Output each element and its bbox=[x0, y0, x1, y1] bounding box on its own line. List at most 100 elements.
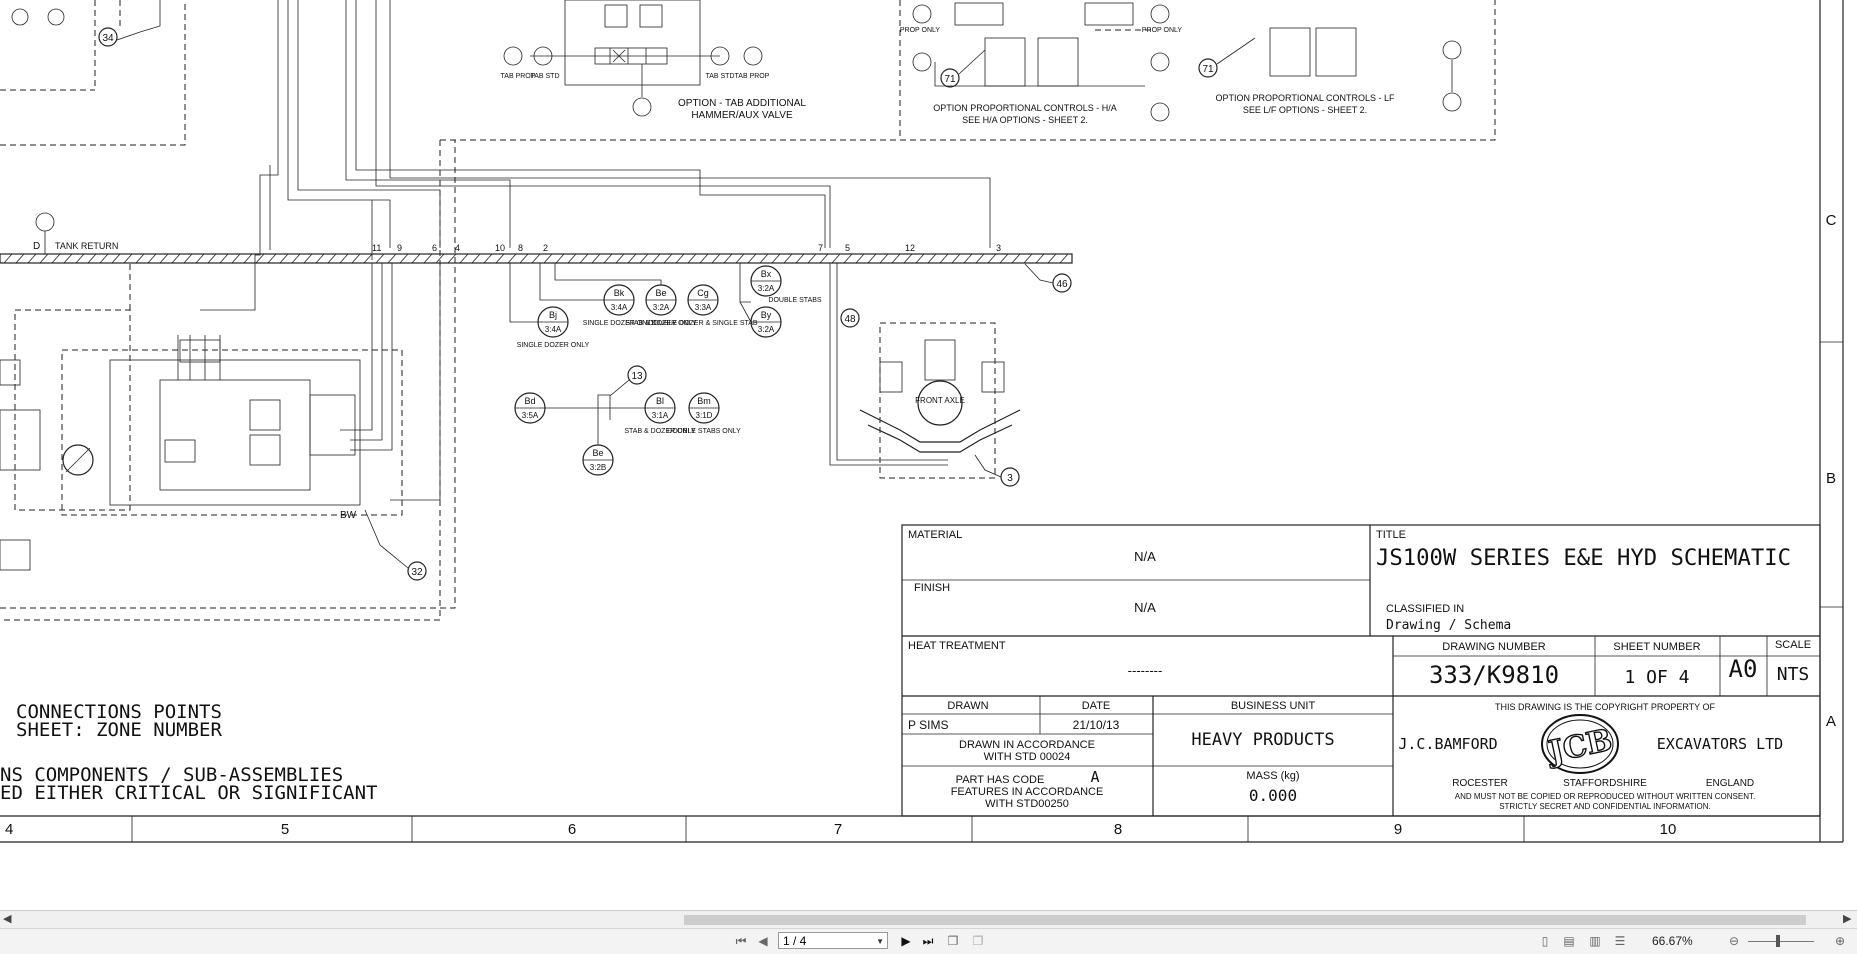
note-line-4: ED EITHER CRITICAL OR SIGNIFICANT bbox=[0, 782, 378, 804]
company-right: EXCAVATORS LTD bbox=[1657, 735, 1783, 753]
page-number-input[interactable]: 1 / 4 ▼ bbox=[778, 932, 888, 949]
zoom-out-icon[interactable]: ⊖ bbox=[1728, 934, 1740, 948]
zone-col-4: 4 bbox=[5, 821, 13, 838]
previous-page-icon[interactable]: ◀ bbox=[758, 934, 768, 948]
paste-page-icon[interactable]: ❐ bbox=[972, 934, 984, 948]
scrollbar-thumb[interactable] bbox=[684, 915, 1806, 925]
svg-text:3:1A: 3:1A bbox=[652, 411, 669, 420]
horizontal-scrollbar[interactable]: ◀ ▶ bbox=[0, 910, 1857, 929]
copy-page-icon[interactable]: ❐ bbox=[947, 934, 959, 948]
connector-bd: Bd 3:5A bbox=[514, 392, 546, 424]
title-block: MATERIAL N/A FINISH N/A HEAT TREATMENT -… bbox=[901, 524, 1821, 817]
front-axle-body bbox=[917, 380, 963, 426]
zone-col-5: 5 bbox=[281, 821, 289, 838]
svg-text:Cg: Cg bbox=[697, 288, 709, 298]
drawn-accordance-line1: DRAWN IN ACCORDANCE bbox=[959, 739, 1095, 751]
prop-only-label-1: PROP ONLY bbox=[900, 27, 941, 34]
finish-value: N/A bbox=[1134, 600, 1156, 615]
chevron-down-icon[interactable]: ▼ bbox=[876, 937, 884, 946]
part-code: A bbox=[1090, 768, 1099, 786]
svg-text:Bx: Bx bbox=[761, 269, 772, 279]
prop-only-label-2: PROP ONLY bbox=[1142, 27, 1183, 34]
opt-lf-line2: SEE L/F OPTIONS - SHEET 2. bbox=[1243, 105, 1367, 115]
tab-prop-label-1: TAB PROP bbox=[501, 73, 536, 80]
callout-34 bbox=[98, 27, 118, 47]
tank-return-manifold bbox=[0, 253, 1073, 264]
connector-bk: Bk 3:4A bbox=[603, 284, 635, 316]
option-tab-line1: OPTION - TAB ADDITIONAL bbox=[678, 98, 806, 109]
svg-text:Bk: Bk bbox=[614, 288, 625, 298]
classified-value: Drawing / Schema bbox=[1386, 618, 1511, 633]
last-page-icon[interactable]: ⏭ bbox=[922, 934, 934, 948]
zone-row-b: B bbox=[1826, 470, 1836, 487]
svg-text:Bl: Bl bbox=[656, 396, 664, 406]
svg-text:8: 8 bbox=[518, 243, 523, 253]
tab-std-label-2: TAB STD bbox=[705, 73, 734, 80]
business-unit-label: BUSINESS UNIT bbox=[1231, 700, 1316, 712]
svg-text:Bm: Bm bbox=[697, 396, 711, 406]
part-code-line1: PART HAS CODE bbox=[956, 774, 1045, 786]
location-3: ENGLAND bbox=[1706, 778, 1754, 789]
svg-text:3:4A: 3:4A bbox=[611, 303, 628, 312]
company-left: J.C.BAMFORD bbox=[1398, 735, 1497, 753]
disclaimer-1: AND MUST NOT BE COPIED OR REPRODUCED WIT… bbox=[1455, 792, 1755, 801]
svg-text:3:3A: 3:3A bbox=[695, 303, 712, 312]
next-page-icon[interactable]: ▶ bbox=[901, 934, 911, 948]
svg-text:71: 71 bbox=[1202, 64, 1214, 75]
connector-bl: Bl 3:1A bbox=[644, 392, 676, 424]
document-viewport[interactable]: C B A 4 5 6 7 8 9 10 34 TAB PROP TAB STD… bbox=[0, 0, 1857, 910]
continuous-view-icon[interactable]: ▤ bbox=[1563, 934, 1575, 948]
double-stabs-label: DOUBLE STABS bbox=[768, 297, 821, 304]
zoom-level[interactable]: 66.67% bbox=[1652, 934, 1693, 948]
drawn-accordance-line2: WITH STD 00024 bbox=[984, 751, 1071, 763]
svg-text:3:2A: 3:2A bbox=[758, 325, 775, 334]
connector-be: Be 3:2A bbox=[645, 284, 677, 316]
title-label: TITLE bbox=[1376, 529, 1406, 541]
svg-text:Bd: Bd bbox=[524, 396, 535, 406]
svg-text:13: 13 bbox=[631, 371, 643, 382]
svg-text:7: 7 bbox=[818, 243, 823, 253]
svg-text:4: 4 bbox=[455, 243, 460, 253]
opt-ha-line2: SEE H/A OPTIONS - SHEET 2. bbox=[962, 115, 1088, 125]
date-label: DATE bbox=[1082, 700, 1111, 712]
zone-col-10: 10 bbox=[1660, 821, 1677, 838]
svg-text:3:2B: 3:2B bbox=[590, 463, 606, 472]
svg-text:Be: Be bbox=[592, 448, 603, 458]
connector-bx: Bx 3:2A bbox=[750, 265, 782, 297]
jcb-logo: JCB bbox=[1541, 714, 1619, 774]
svg-text:9: 9 bbox=[397, 243, 402, 253]
stab-dozer-label-2: STAB & DOZER ONLY bbox=[624, 428, 696, 435]
callout-13 bbox=[840, 308, 860, 328]
connector-bm: Bm 3:1D bbox=[688, 392, 720, 424]
svg-text:5: 5 bbox=[845, 243, 850, 253]
drawn-by: P SIMS bbox=[908, 718, 948, 732]
connector-by: By 3:2A bbox=[750, 306, 782, 338]
zone-col-9: 9 bbox=[1394, 821, 1402, 838]
zoom-slider-handle[interactable] bbox=[1776, 935, 1780, 947]
double-dozer-single-stab-label: DOUBLE DOZER & SINGLE STAB bbox=[648, 320, 758, 327]
svg-text:11: 11 bbox=[372, 243, 381, 253]
single-dozer-label-1: SINGLE DOZER ONLY bbox=[517, 342, 590, 349]
two-page-view-icon[interactable]: ▥ bbox=[1589, 934, 1601, 948]
scroll-right-icon[interactable]: ▶ bbox=[1843, 912, 1852, 925]
zoom-slider-track[interactable] bbox=[1748, 941, 1814, 942]
svg-text:6: 6 bbox=[432, 243, 437, 253]
first-page-icon[interactable]: ⏮ bbox=[735, 934, 747, 948]
reading-mode-icon[interactable]: ☰ bbox=[1614, 934, 1626, 948]
single-dozer-label-2: SINGLE DOZER ONLY bbox=[583, 320, 656, 327]
tank-return-label: TANK RETURN bbox=[55, 241, 118, 251]
drawing-date: 21/10/13 bbox=[1073, 718, 1120, 732]
svg-text:46: 46 bbox=[1056, 279, 1068, 290]
option-tab-line2: HAMMER/AUX VALVE bbox=[691, 110, 793, 121]
single-page-view-icon[interactable]: ▯ bbox=[1541, 934, 1549, 948]
drawn-label: DRAWN bbox=[947, 700, 988, 712]
front-axle-label: FRONT AXLE bbox=[915, 396, 965, 405]
scroll-left-icon[interactable]: ◀ bbox=[3, 912, 12, 925]
svg-text:10: 10 bbox=[495, 243, 505, 253]
material-label: MATERIAL bbox=[908, 529, 962, 541]
note-line-3: NS COMPONENTS / SUB-ASSEMBLIES bbox=[0, 764, 343, 786]
svg-text:3:2A: 3:2A bbox=[758, 284, 775, 293]
schematic-drawing: C B A 4 5 6 7 8 9 10 34 TAB PROP TAB STD… bbox=[0, 0, 1844, 843]
zoom-in-icon[interactable]: ⊕ bbox=[1834, 934, 1846, 948]
svg-text:32: 32 bbox=[411, 567, 423, 578]
